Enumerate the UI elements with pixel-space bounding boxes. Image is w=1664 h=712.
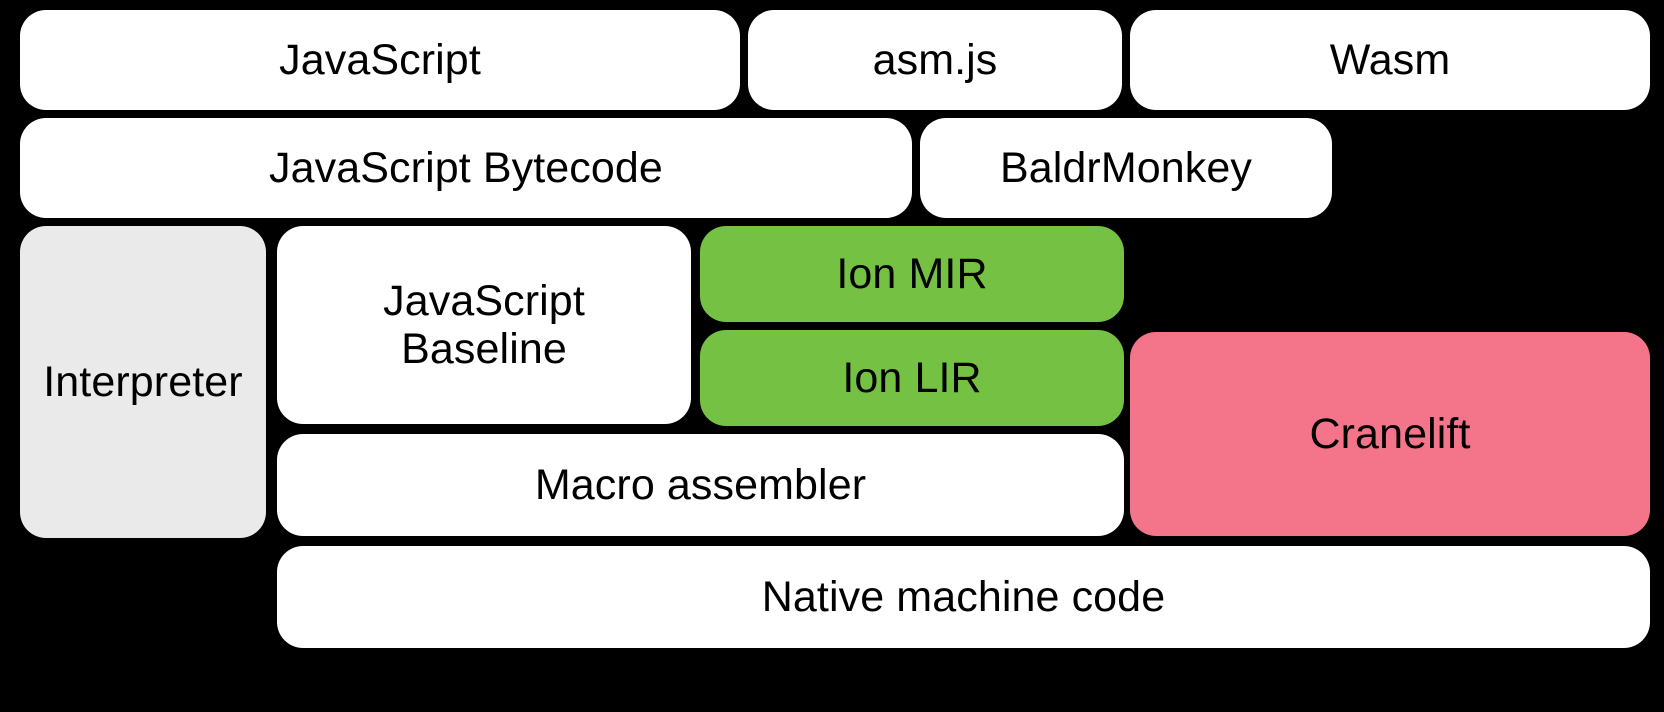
node-wasm: Wasm <box>1130 10 1650 110</box>
node-javascript-bytecode: JavaScript Bytecode <box>20 118 912 218</box>
node-ion-mir: Ion MIR <box>700 226 1124 322</box>
node-asmjs: asm.js <box>748 10 1122 110</box>
node-javascript-baseline: JavaScript Baseline <box>277 226 691 424</box>
node-javascript: JavaScript <box>20 10 740 110</box>
node-baldrmonkey: BaldrMonkey <box>920 118 1332 218</box>
node-native-machine-code: Native machine code <box>277 546 1650 648</box>
node-macro-assembler: Macro assembler <box>277 434 1124 536</box>
node-cranelift: Cranelift <box>1130 332 1650 536</box>
node-ion-lir: Ion LIR <box>700 330 1124 426</box>
node-interpreter: Interpreter <box>20 226 266 538</box>
